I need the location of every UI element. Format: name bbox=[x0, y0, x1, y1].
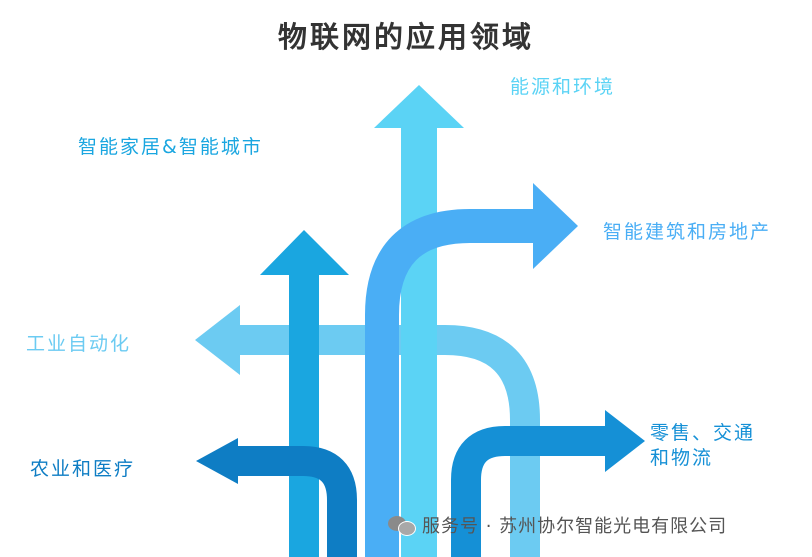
watermark: 服务号 · 苏州协尔智能光电有限公司 bbox=[388, 512, 727, 538]
arrow-agriculture-shaft bbox=[238, 446, 357, 557]
arrow-retail-head bbox=[605, 410, 645, 472]
arrow-smarthome-shaft bbox=[289, 275, 319, 557]
arrow-building-shaft bbox=[365, 209, 535, 557]
diagram-title: 物联网的应用领域 bbox=[277, 20, 534, 54]
arrow-energy-shaft bbox=[401, 128, 437, 557]
arrow-industry-shaft bbox=[240, 325, 540, 557]
label-smart-building: 智能建筑和房地产 bbox=[603, 221, 772, 243]
label-retail-line1: 零售、交通 bbox=[650, 422, 756, 444]
label-smart-home-city: 智能家居&智能城市 bbox=[78, 136, 263, 158]
wechat-icon bbox=[388, 514, 416, 536]
label-energy: 能源和环境 bbox=[510, 76, 616, 98]
label-retail-line2: 和物流 bbox=[650, 447, 714, 469]
arrow-smarthome-head bbox=[260, 230, 349, 275]
arrow-retail-shaft bbox=[451, 426, 605, 557]
arrow-energy-head bbox=[374, 85, 464, 128]
label-agriculture: 农业和医疗 bbox=[30, 458, 136, 480]
label-industry: 工业自动化 bbox=[26, 333, 132, 355]
arrow-agriculture-head bbox=[196, 438, 238, 484]
arrow-industry-head bbox=[195, 305, 240, 375]
arrow-building-head bbox=[533, 183, 578, 269]
watermark-text: 服务号 · 苏州协尔智能光电有限公司 bbox=[422, 516, 728, 537]
